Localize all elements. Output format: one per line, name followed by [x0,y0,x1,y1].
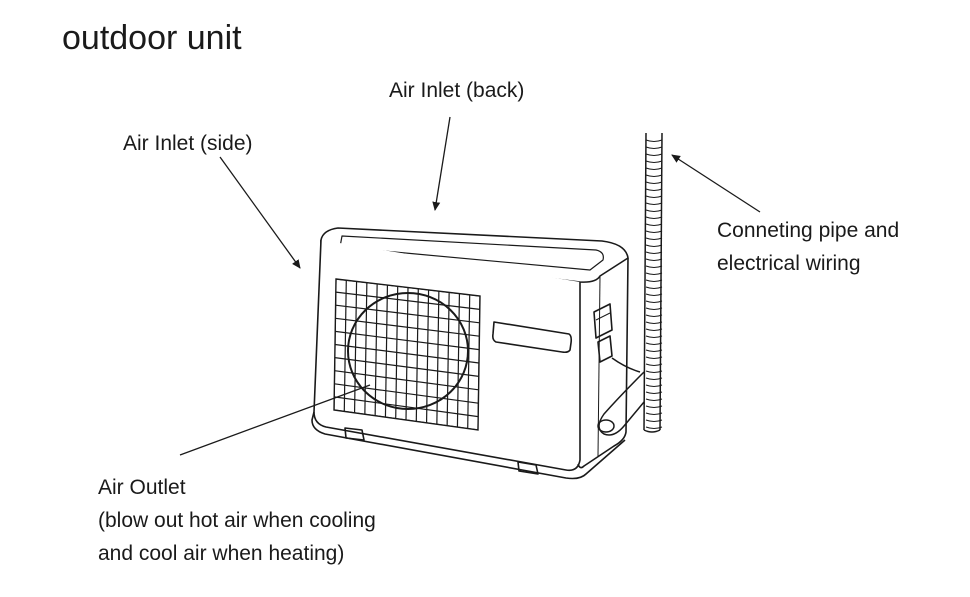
pipe-rib [645,335,663,338]
label-pipe-line-2: electrical wiring [717,252,861,275]
pipe-rib [645,258,663,261]
pipe-rib [645,223,663,226]
pipe-rib [645,286,663,289]
pipe-rib [645,377,663,380]
pipe-rib [645,384,663,387]
pipe-rib [645,419,663,422]
label-outlet-line-2: (blow out hot air when cooling [98,509,376,532]
pipe-rib [645,426,663,429]
pipe-rib [645,370,663,373]
outdoor-unit-body [311,227,629,480]
grille-horizontal-bar [334,343,480,364]
leader-arrows [179,116,761,456]
pipe-rib [645,195,663,198]
arrow-air-inlet-back [432,116,451,211]
grille-horizontal-bar [335,291,480,310]
pipe-rib [645,349,663,352]
grille-horizontal-bar [335,304,480,324]
label-air-inlet-back: Air Inlet (back) [389,79,525,102]
leader-air-outlet [179,384,371,456]
pipe-rib [645,181,663,184]
arrow-pipe [671,154,761,213]
pipe-rib [645,153,663,156]
pipe-rib [645,167,663,170]
pipe-rib [645,216,663,219]
pipe-rib [645,230,663,233]
pipe-rib [645,412,663,415]
pipe-rib [645,321,663,324]
pipe-rib [645,209,663,212]
connecting-pipe [597,132,663,436]
pipe-rib [645,188,663,191]
pipe-rib [645,251,663,254]
pipe-rib [645,139,663,142]
pipe-rib [645,237,663,240]
arrow-air-inlet-side [219,156,301,269]
pipe-rib [645,279,663,282]
grille-horizontal-bar [335,330,480,351]
pipe-rib [645,405,663,408]
pipe-rib [645,342,663,345]
grille-horizontal-bar [334,396,479,418]
label-outlet-line-3: and cool air when heating) [98,542,345,565]
pipe-rib [645,363,663,366]
label-air-inlet-side: Air Inlet (side) [123,132,253,155]
grille-horizontal-bar [334,383,479,404]
pipe-rib [645,244,663,247]
label-connecting-pipe: Conneting pipe and electrical wiring [717,214,899,280]
label-air-outlet: Air Outlet (blow out hot air when coolin… [98,471,376,570]
label-outlet-line-1: Air Outlet [98,476,186,499]
label-pipe-line-1: Conneting pipe and [717,219,900,242]
grille-horizontal-bar [334,357,479,377]
pipe-rib [645,202,663,205]
pipe-rib [645,160,663,163]
pipe-rib [645,307,663,310]
pipe-rib [645,328,663,331]
grille-horizontal-bar [335,317,480,337]
pipe-rib [645,174,663,177]
pipe-rib [645,314,663,317]
pipe-rib [645,356,663,359]
pipe-rib [645,146,663,149]
pipe-rib [645,391,663,394]
pipe-rib [645,293,663,296]
fan-guard-circle [347,292,469,410]
pipe-rib [645,398,663,401]
grille-frame [333,278,481,431]
pipe-rib [645,265,663,268]
pipe-rib [645,272,663,275]
pipe-rib [645,300,663,303]
diagram-title: outdoor unit [62,19,242,57]
